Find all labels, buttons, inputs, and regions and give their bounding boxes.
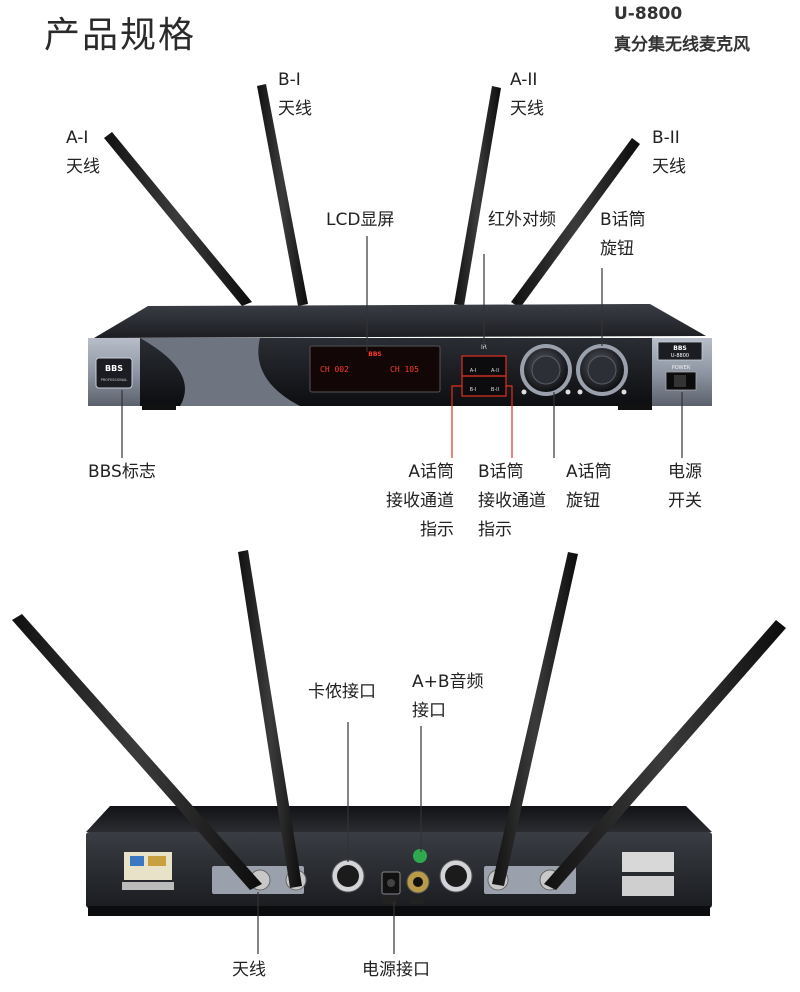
- label-knob-a-line1: A话筒: [566, 462, 612, 482]
- front-chassis: [88, 304, 712, 410]
- antenna-a2-icon: [454, 86, 501, 306]
- label-audio-line2: 接口: [412, 701, 446, 721]
- antenna-a1-icon: [104, 132, 252, 306]
- power-text: POWER: [672, 365, 691, 371]
- label-antenna-a1-text: 天线: [66, 157, 100, 177]
- front-leader-lines: [121, 236, 683, 458]
- label-antenna-b2-code: B-II: [652, 128, 680, 148]
- rear-antenna-1-icon: [12, 614, 262, 890]
- lcd-channel-left: CH 002: [320, 365, 349, 374]
- rear-antenna-4-icon: [544, 620, 786, 890]
- lcd-channel-right: CH 105: [390, 365, 419, 374]
- label-knob-b-line2: 旋钮: [600, 239, 634, 259]
- lcd-brand: BBS: [368, 351, 381, 358]
- rear-chassis: [86, 806, 712, 916]
- label-channel-a-line2: 接收通道: [386, 491, 454, 511]
- label-antenna-b1-code: B-I: [278, 70, 301, 90]
- label-antenna-a2-code: A-II: [510, 70, 538, 90]
- rear-antenna-3-icon: [492, 552, 578, 886]
- label-antenna-a2-text: 天线: [510, 99, 544, 119]
- front-red-callouts: [451, 355, 513, 458]
- bbs-logo-text: BBS: [105, 364, 123, 373]
- rear-antennas: [12, 550, 786, 890]
- label-audio-line1: A+B音频: [412, 672, 484, 692]
- ir-window-text: IR: [481, 344, 487, 351]
- front-antennas: [104, 84, 640, 308]
- model-number: U-8800: [614, 4, 683, 24]
- label-antenna-b1-text: 天线: [278, 99, 312, 119]
- label-channel-a-line3: 指示: [420, 520, 454, 540]
- label-channel-a-line1: A话筒: [408, 462, 454, 482]
- label-channel-b-line3: 指示: [478, 520, 512, 540]
- label-bbs-logo: BBS标志: [88, 462, 156, 482]
- rear-antenna-2-icon: [238, 550, 302, 888]
- label-antenna-b2-text: 天线: [652, 157, 686, 177]
- label-power-line2: 开关: [668, 491, 702, 511]
- label-rear-antenna: 天线: [232, 960, 266, 980]
- label-lcd: LCD显屏: [326, 210, 395, 230]
- bbs-logo-subtext: PROFESSIONAL: [101, 378, 128, 382]
- label-channel-b-line2: 接收通道: [478, 491, 546, 511]
- channel-tag-a1: A-I: [470, 368, 477, 374]
- label-knob-b-line1: B话筒: [600, 210, 646, 230]
- badge-brand: BBS: [673, 345, 686, 352]
- label-xlr-output: 卡侬接口: [308, 682, 376, 702]
- page-title: 产品规格: [44, 15, 197, 56]
- badge-model: U-8800: [671, 353, 689, 359]
- channel-tag-b2: B-II: [491, 387, 499, 393]
- label-dc-input: 电源接口: [362, 960, 430, 980]
- label-antenna-a1-code: A-I: [66, 128, 89, 148]
- channel-tag-b1: B-I: [470, 387, 477, 393]
- antenna-b1-icon: [257, 84, 308, 306]
- label-channel-b-line1: B话筒: [478, 462, 524, 482]
- product-subtitle: 真分集无线麦克风: [614, 35, 750, 55]
- antenna-b2-icon: [511, 138, 640, 308]
- label-ir-pairing: 红外对频: [488, 210, 556, 230]
- label-knob-a-line2: 旋钮: [566, 491, 600, 511]
- label-power-line1: 电源: [668, 462, 702, 482]
- channel-tag-a2: A-II: [491, 368, 499, 374]
- rear-leader-lines: [257, 722, 422, 954]
